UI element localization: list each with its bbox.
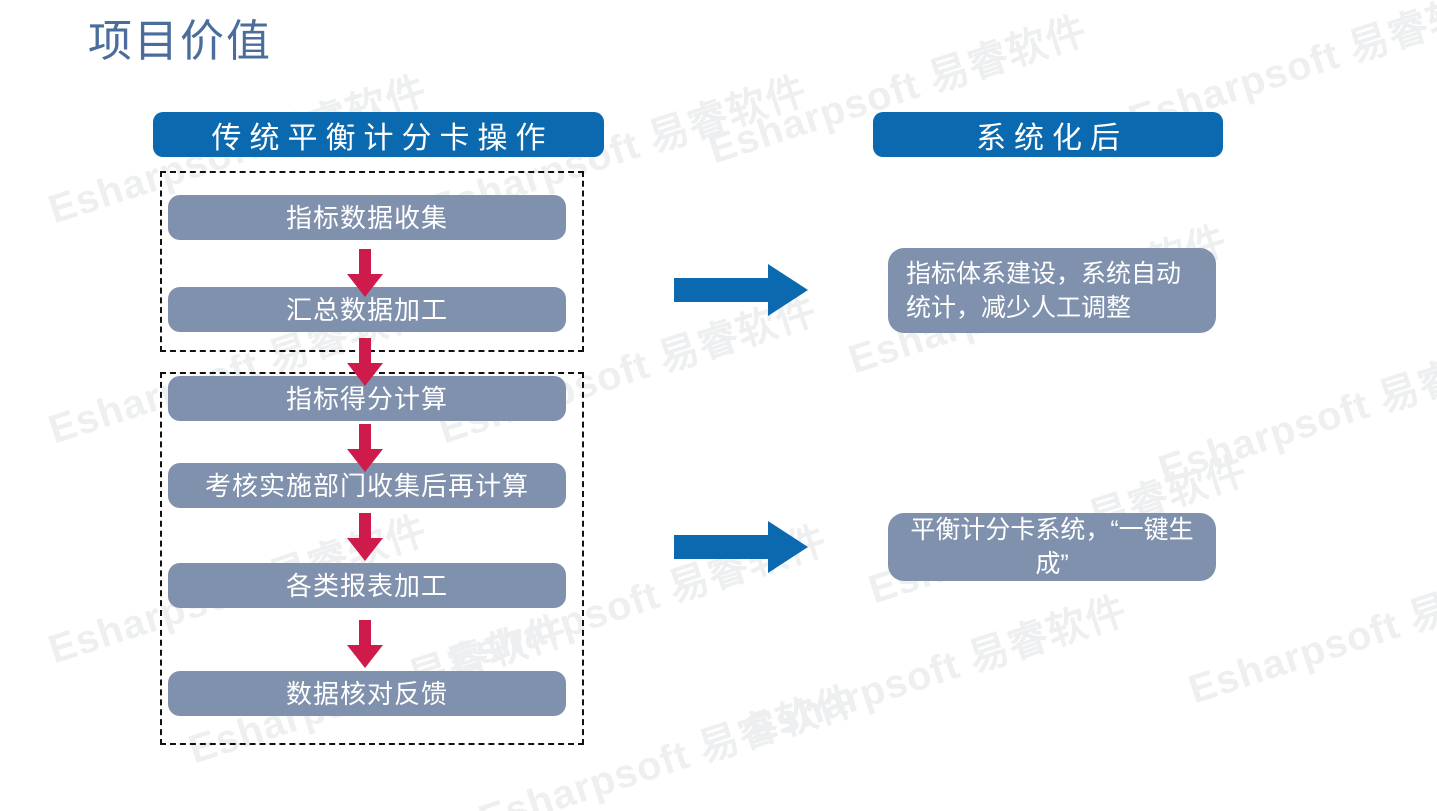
arrow-down-icon xyxy=(344,513,386,561)
outcome-box-one-click-generation[interactable]: 平衡计分卡系统，“一键生成” xyxy=(888,513,1216,581)
arrow-right-icon xyxy=(674,264,808,316)
process-step-indicator-data-collection[interactable]: 指标数据收集 xyxy=(168,195,566,240)
arrow-down-icon xyxy=(344,338,386,386)
column-header-systemized: 系统化后 xyxy=(873,112,1223,157)
arrow-down-icon xyxy=(344,249,386,297)
arrow-down-icon xyxy=(344,620,386,668)
watermark-text: Esharpsoft 易睿软件 xyxy=(1153,328,1437,493)
arrow-right-icon xyxy=(674,521,808,573)
page-title: 项目价值 xyxy=(88,17,272,66)
process-step-report-processing[interactable]: 各类报表加工 xyxy=(168,563,566,608)
process-step-department-recalculation[interactable]: 考核实施部门收集后再计算 xyxy=(168,463,566,508)
column-header-traditional: 传统平衡计分卡操作 xyxy=(153,112,604,157)
outcome-box-indicator-system[interactable]: 指标体系建设，系统自动统计，减少人工调整 xyxy=(888,248,1216,333)
dashed-group-data-collection xyxy=(160,171,584,352)
arrow-down-icon xyxy=(344,424,386,472)
process-step-data-aggregation[interactable]: 汇总数据加工 xyxy=(168,287,566,332)
watermark-text: Esharpsoft 易睿软件 xyxy=(1183,548,1437,713)
watermark-text: Esharpsoft 易睿软件 xyxy=(743,588,1133,753)
process-step-data-verification-feedback[interactable]: 数据核对反馈 xyxy=(168,671,566,716)
process-step-indicator-scoring[interactable]: 指标得分计算 xyxy=(168,376,566,421)
